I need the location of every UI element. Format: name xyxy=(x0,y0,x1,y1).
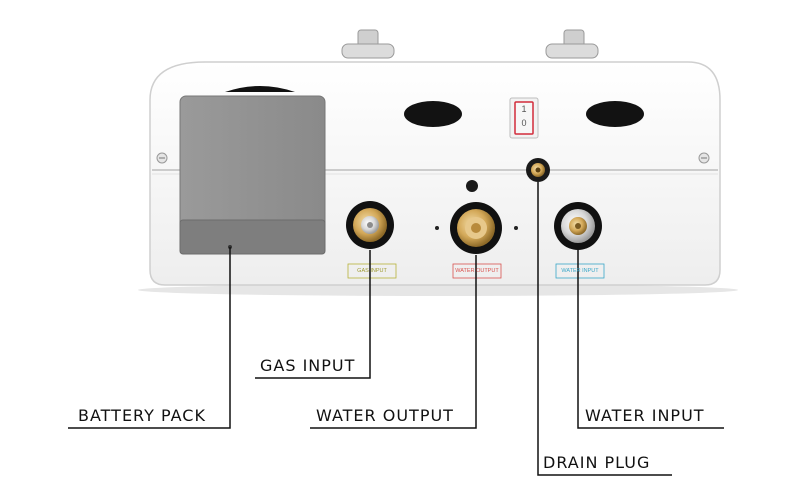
power-switch[interactable] xyxy=(509,97,539,139)
callout-battery-pack: BATTERY PACK xyxy=(78,406,206,425)
leader-water-output xyxy=(310,255,477,429)
leader-water-input xyxy=(577,250,724,429)
callout-water-output: WATER OUTPUT xyxy=(316,406,454,425)
floor-shadow xyxy=(138,284,738,296)
gas-port-label: GAS INPUT xyxy=(357,268,387,274)
callout-drain-plug: DRAIN PLUG xyxy=(543,453,651,472)
water-input-port-label: WATER INPUT xyxy=(561,268,599,274)
drain-plug xyxy=(526,158,550,182)
callout-gas-input: GAS INPUT xyxy=(260,356,356,375)
gas-label-box xyxy=(347,263,397,279)
water-output-port-label: WATER OUTPUT xyxy=(455,268,499,274)
gas-input-connector xyxy=(346,201,394,249)
leader-battery-pack xyxy=(68,247,231,429)
switch-off-mark: 0 xyxy=(521,118,527,128)
water-input-connector xyxy=(554,202,602,250)
water-output-connector xyxy=(450,202,502,254)
leader-drain-plug xyxy=(537,182,672,476)
switch-on-mark: 1 xyxy=(521,104,527,114)
vent-right xyxy=(586,101,644,127)
leader-lines xyxy=(68,182,724,476)
small-hole xyxy=(466,180,478,192)
battery-pack xyxy=(179,86,326,255)
vent-left xyxy=(404,101,462,127)
callout-water-input: WATER INPUT xyxy=(585,406,705,425)
water-output-label-box xyxy=(452,263,502,279)
leader-gas-input xyxy=(255,250,371,379)
top-knob-right xyxy=(545,29,599,59)
water-input-label-box xyxy=(555,263,605,279)
top-knob-left xyxy=(341,29,395,59)
